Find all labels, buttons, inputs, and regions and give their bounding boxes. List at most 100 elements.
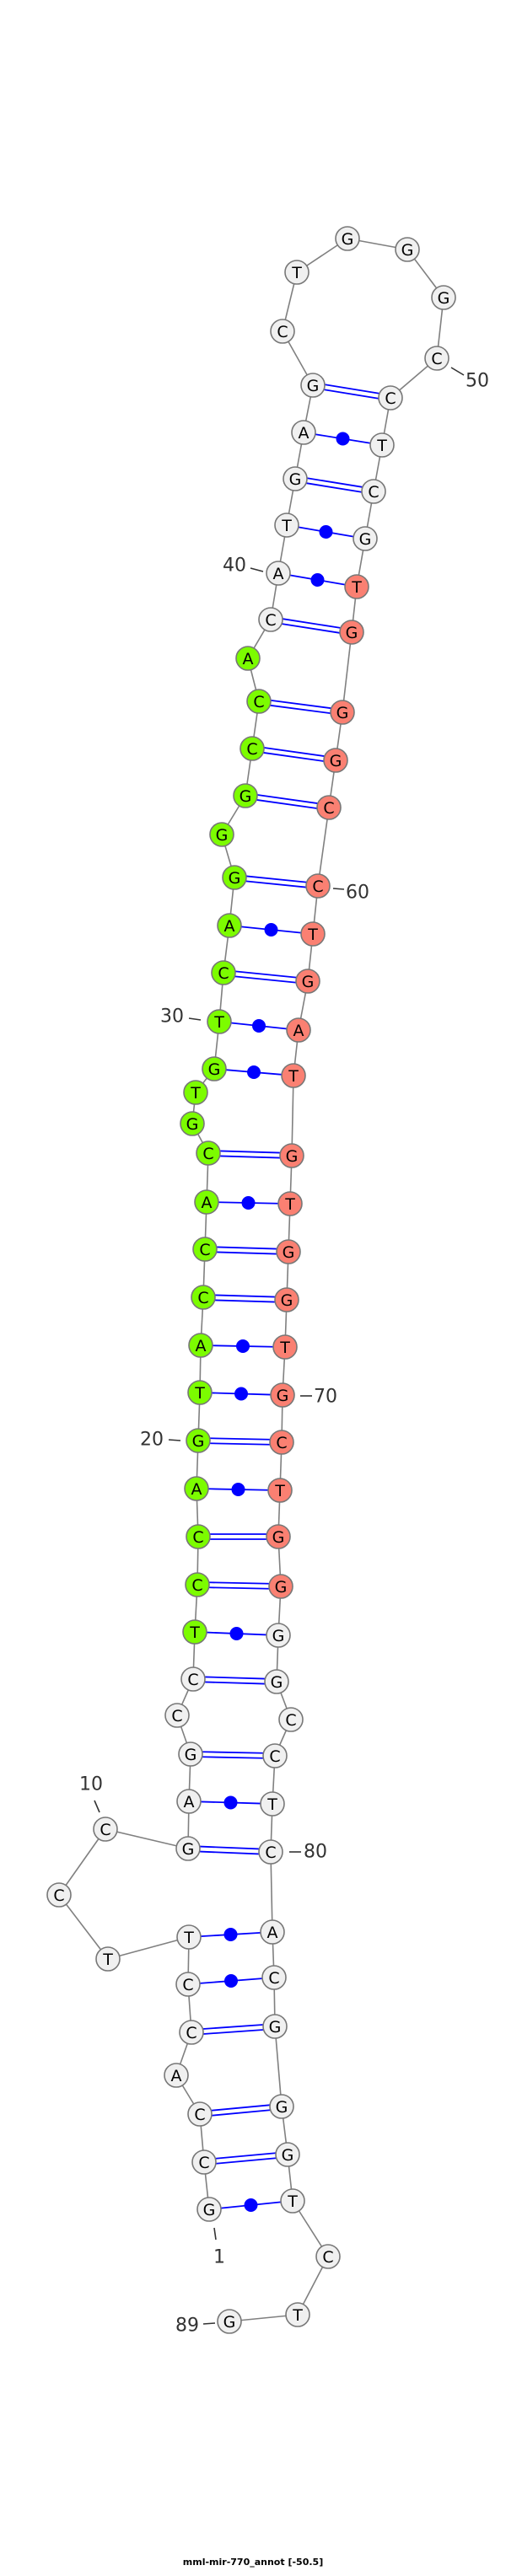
pair-bond-line bbox=[264, 747, 325, 757]
nucleotide-letter: C bbox=[276, 1434, 287, 1452]
nucleotide: C bbox=[180, 1666, 206, 1692]
base-pair bbox=[202, 1751, 264, 1759]
nucleotide-circle bbox=[46, 1882, 72, 1908]
base-pair bbox=[199, 1974, 263, 1988]
pair-dot-marker bbox=[310, 573, 325, 587]
nucleotide-circle bbox=[164, 2063, 189, 2088]
nucleotide-letter: G bbox=[438, 289, 450, 308]
position-number: 50 bbox=[466, 371, 489, 392]
nucleotide: C bbox=[186, 1524, 211, 1549]
nucleotide: T bbox=[280, 2188, 305, 2214]
nucleotide-letter: A bbox=[293, 1022, 304, 1040]
pair-bond-line bbox=[203, 2029, 264, 2035]
nucleotide-circle bbox=[202, 1056, 227, 1081]
nucleotide-circle bbox=[369, 432, 395, 458]
nucleotide-circle bbox=[268, 1574, 293, 1599]
nucleotide: C bbox=[316, 795, 342, 820]
position-tick bbox=[213, 2227, 217, 2241]
base-pair bbox=[215, 2152, 277, 2165]
nucleotide: G bbox=[180, 1111, 205, 1136]
nucleotide-letter: G bbox=[307, 377, 320, 395]
nucleotide-letter: A bbox=[273, 565, 284, 583]
nucleotide: C bbox=[191, 1285, 216, 1310]
nucleotide: G bbox=[202, 1056, 227, 1081]
nucleotide-letter: T bbox=[190, 1084, 201, 1103]
nucleotide-letter: A bbox=[191, 1480, 202, 1499]
nucleotide-circle bbox=[261, 1965, 287, 1990]
pair-bond-line bbox=[270, 704, 331, 715]
nucleotide-letter: G bbox=[208, 1060, 221, 1079]
nucleotide-circle bbox=[395, 237, 420, 262]
nucleotide-letter: C bbox=[253, 693, 264, 711]
backbone-segment bbox=[58, 1894, 109, 1960]
pair-dot-marker bbox=[247, 1065, 261, 1079]
nucleotide-letter: A bbox=[243, 650, 254, 668]
nucleotide-circle bbox=[269, 1430, 294, 1455]
nucleotide-letter: C bbox=[182, 1976, 193, 1994]
nucleotide-circle bbox=[344, 574, 369, 599]
nucleotide-circle bbox=[335, 226, 360, 251]
nucleotide-circle bbox=[182, 1619, 207, 1645]
base-pair bbox=[200, 1795, 261, 1810]
nucleotide-circle bbox=[272, 1334, 298, 1360]
nucleotide: C bbox=[305, 873, 331, 899]
nucleotide-letter: A bbox=[184, 1793, 195, 1811]
position-number: 70 bbox=[314, 1387, 337, 1408]
nucleotide-circle bbox=[196, 1140, 221, 1166]
pair-bond-line bbox=[209, 1442, 270, 1446]
pair-dot-marker bbox=[252, 1019, 266, 1033]
nucleotide: T bbox=[267, 1478, 293, 1503]
nucleotide: C bbox=[93, 1817, 118, 1842]
nucleotide-letter: C bbox=[53, 1886, 64, 1905]
nucleotide-letter: C bbox=[187, 1671, 198, 1689]
nucleotide: A bbox=[266, 561, 291, 586]
nucleotide-letter: A bbox=[171, 2067, 182, 2085]
nucleotide: A bbox=[194, 1189, 219, 1215]
base-pair bbox=[263, 747, 325, 762]
position-label: 60 bbox=[332, 883, 369, 904]
nucleotide-letter: C bbox=[312, 877, 323, 896]
nucleotide: T bbox=[300, 921, 326, 947]
nucleotide-letter: G bbox=[275, 1578, 288, 1597]
nucleotide-letter: C bbox=[265, 1843, 276, 1862]
nucleotide: C bbox=[164, 1703, 190, 1728]
base-pair bbox=[306, 477, 363, 493]
pair-bond-line bbox=[215, 1294, 276, 1298]
position-number: 60 bbox=[346, 883, 369, 904]
nucleotide-letter: G bbox=[185, 1746, 197, 1764]
nucleotide-letter: C bbox=[285, 1711, 296, 1730]
position-label: 1 bbox=[213, 2227, 225, 2268]
nucleotide-letter: G bbox=[203, 2201, 216, 2219]
pair-dot-marker bbox=[264, 923, 278, 936]
nucleotide-letter: T bbox=[194, 1384, 205, 1403]
nucleotide-circle bbox=[183, 1080, 208, 1105]
base-pair bbox=[214, 1294, 276, 1303]
base-pair bbox=[207, 1483, 269, 1496]
nucleotide-letter: G bbox=[223, 2313, 236, 2332]
position-label: 10 bbox=[79, 1774, 103, 1813]
nucleotide-circle bbox=[178, 1741, 203, 1767]
nucleotide-circle bbox=[186, 1524, 211, 1549]
nucleotide: A bbox=[188, 1333, 213, 1358]
base-pair bbox=[216, 1246, 277, 1255]
nucleotide-circle bbox=[295, 969, 320, 994]
nucleotide-circle bbox=[235, 646, 261, 671]
nucleotide-letter: C bbox=[192, 1528, 203, 1547]
backbone-segment bbox=[342, 631, 353, 713]
pair-bond-line bbox=[209, 1581, 270, 1585]
nucleotide: G bbox=[270, 1382, 295, 1408]
nucleotide-letter: T bbox=[284, 1195, 295, 1214]
pair-dot-marker bbox=[234, 1387, 248, 1401]
pair-bond-line bbox=[306, 482, 362, 493]
nucleotide-letter: C bbox=[202, 1145, 213, 1163]
nucleotide-letter: C bbox=[323, 799, 334, 818]
base-pair bbox=[220, 2198, 282, 2212]
nucleotide: C bbox=[261, 1965, 287, 1990]
nucleotide-circle bbox=[323, 748, 348, 773]
pair-bond-line bbox=[271, 699, 331, 710]
position-number: 1 bbox=[213, 2247, 225, 2268]
nucleotide-letter: G bbox=[269, 2018, 282, 2037]
nucleotide-letter: T bbox=[274, 1482, 285, 1500]
nucleotide-circle bbox=[184, 1476, 209, 1501]
